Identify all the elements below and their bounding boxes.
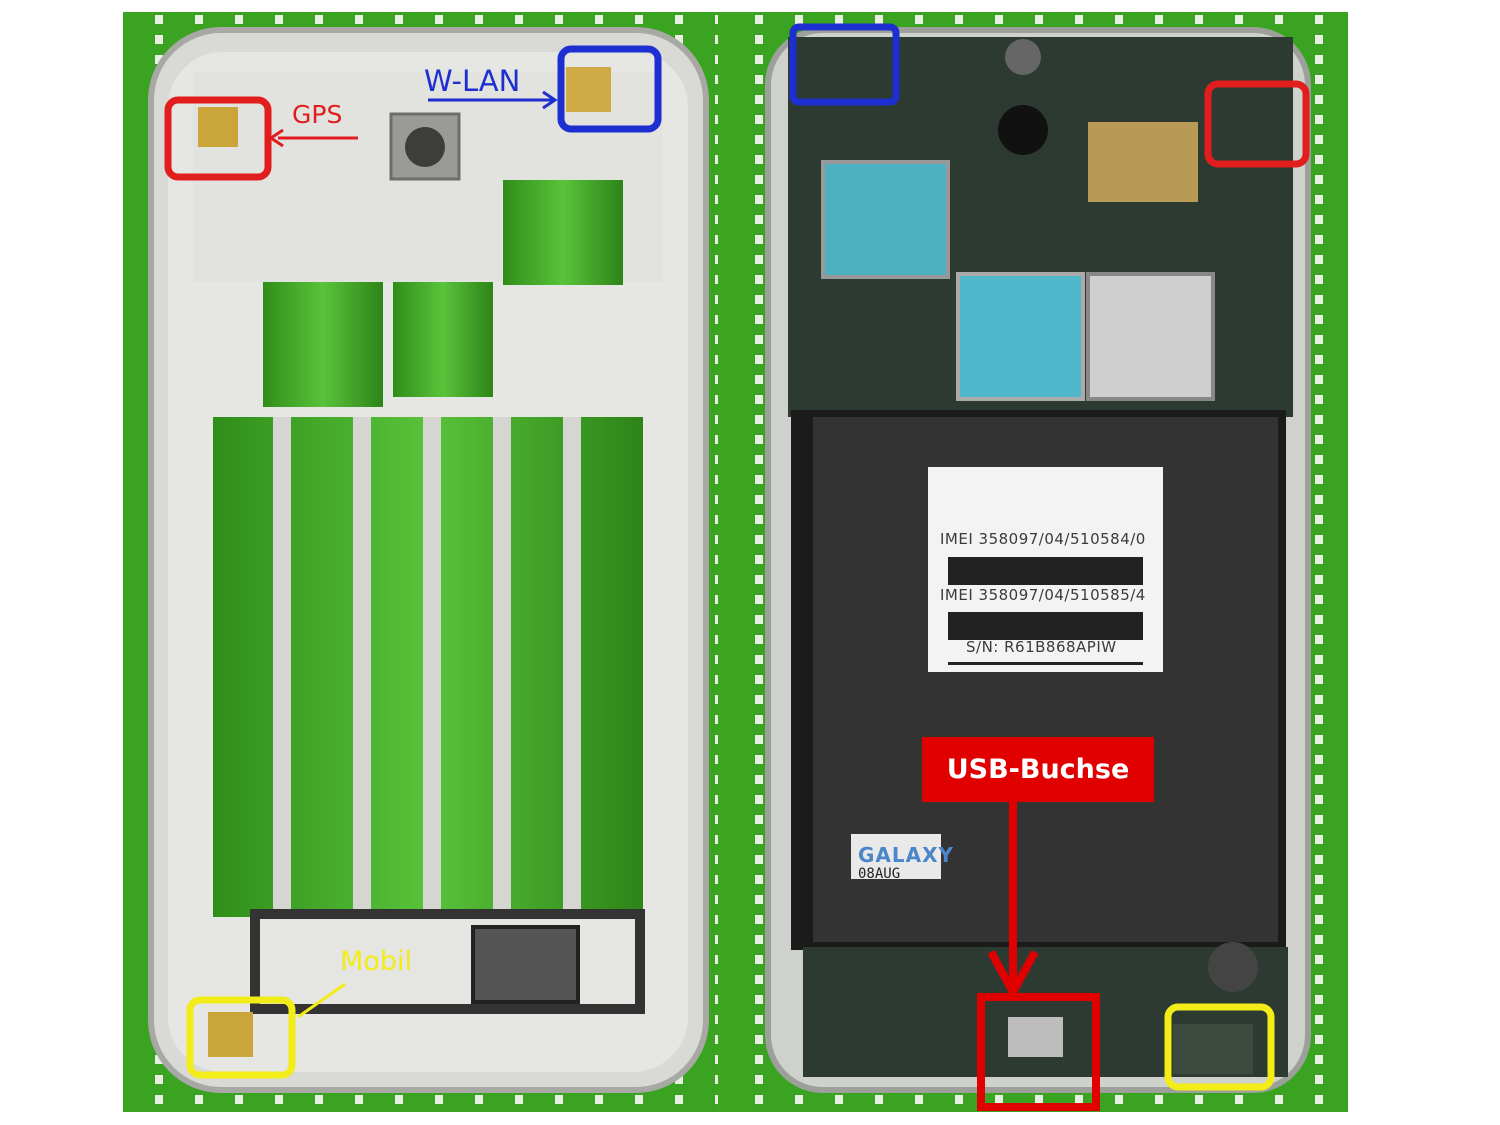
gps-marker-box (164, 96, 272, 181)
photo-illustration (123, 12, 1348, 1112)
teardown-photo (123, 12, 1348, 1112)
wlan-marker-box (557, 45, 662, 133)
usb-label: USB-Buchse (922, 737, 1154, 802)
battery-date: 08AUG (858, 866, 901, 882)
gps-board-marker-box (1204, 80, 1310, 168)
wlan-arrowhead (542, 90, 558, 110)
phone-board-right (765, 27, 1311, 1093)
mat-gap (718, 12, 753, 1112)
gps-label: GPS (292, 100, 343, 129)
phone-frame-left (148, 27, 709, 1093)
usb-marker-box (977, 993, 1100, 1111)
imei-2-text: IMEI 358097/04/510585/4 (940, 586, 1146, 604)
mobil-marker-box (186, 996, 296, 1079)
wlan-board-marker-box (789, 23, 900, 106)
mobil-board-marker-box (1164, 1003, 1275, 1091)
wlan-label: W-LAN (424, 64, 521, 98)
mobil-label: Mobil (340, 946, 412, 977)
mobil-arrow (297, 982, 346, 1019)
serial-text: S/N: R61B868APIW (966, 638, 1117, 656)
imei-1-text: IMEI 358097/04/510584/0 (940, 530, 1146, 548)
battery-brand: GALAXY (858, 843, 955, 867)
gps-arrowhead (268, 128, 284, 148)
usb-arrowhead (987, 950, 1039, 1001)
